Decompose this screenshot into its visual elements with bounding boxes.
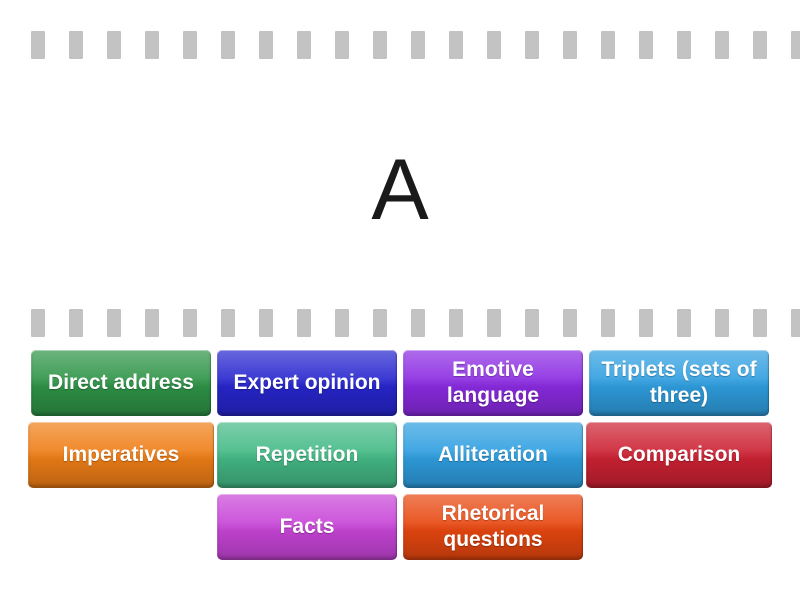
word-tile-label: Alliteration <box>438 442 548 466</box>
answer-slot-dash[interactable] <box>107 309 121 337</box>
answer-slot-dash[interactable] <box>677 31 691 59</box>
answer-letter: A <box>371 142 429 238</box>
word-tile[interactable]: Comparison <box>586 422 772 488</box>
answer-slot-dash[interactable] <box>639 31 653 59</box>
word-tile-label: Rhetorical questions <box>441 501 545 551</box>
word-tile-label: Repetition <box>255 442 359 466</box>
answer-slot-dash[interactable] <box>259 309 273 337</box>
answer-slot-dash[interactable] <box>221 31 235 59</box>
answer-slot-dash[interactable] <box>335 309 349 337</box>
answer-slot-dash[interactable] <box>145 31 159 59</box>
word-tile-label: Emotive language <box>446 357 540 407</box>
answer-slot-dash[interactable] <box>753 31 767 59</box>
answer-slot-dash[interactable] <box>449 309 463 337</box>
answer-slot-dash[interactable] <box>69 309 83 337</box>
tile-row: Facts Rhetorical questions <box>0 494 800 560</box>
answer-slot-dash[interactable] <box>601 309 615 337</box>
answer-slot-dash[interactable] <box>145 309 159 337</box>
tile-row: Direct address Expert opinion Emotive lang… <box>0 350 800 416</box>
word-tile[interactable]: Repetition <box>217 422 397 488</box>
answer-slot-dash[interactable] <box>563 31 577 59</box>
answer-slot-dash[interactable] <box>449 31 463 59</box>
word-tile[interactable]: Facts <box>217 494 397 560</box>
answer-slot-dash[interactable] <box>791 31 800 59</box>
word-tile-label: Facts <box>279 514 335 538</box>
word-tile[interactable]: Alliteration <box>403 422 583 488</box>
tile-row: Imperatives Repetition Alliteration Compari… <box>0 422 800 488</box>
answer-slot-dash[interactable] <box>31 309 45 337</box>
answer-slot-dash[interactable] <box>715 31 729 59</box>
answer-slot-dash[interactable] <box>487 309 501 337</box>
word-tile[interactable]: Imperatives <box>28 422 214 488</box>
tile-gap <box>0 383 31 384</box>
answer-slot-dash[interactable] <box>373 309 387 337</box>
answer-slot-dash[interactable] <box>525 31 539 59</box>
answer-slot-dash[interactable] <box>525 309 539 337</box>
answer-slot-dash[interactable] <box>373 31 387 59</box>
answer-slot-dash[interactable] <box>411 31 425 59</box>
answer-slot-dash[interactable] <box>639 309 653 337</box>
tile-gap <box>0 455 28 456</box>
answer-display-area: A <box>0 95 800 285</box>
answer-slot-dash[interactable] <box>259 31 273 59</box>
answer-slot-dash[interactable] <box>791 309 800 337</box>
word-tile-label: Imperatives <box>62 442 180 466</box>
word-tile-label: Triplets (sets of three) <box>601 357 757 407</box>
answer-slot-dash[interactable] <box>563 309 577 337</box>
answer-slot-dash[interactable] <box>297 309 311 337</box>
word-tile[interactable]: Expert opinion <box>217 350 397 416</box>
word-tile[interactable]: Direct address <box>31 350 211 416</box>
answer-slot-row-middle[interactable] <box>0 308 800 338</box>
answer-slot-dash[interactable] <box>487 31 501 59</box>
word-tile[interactable]: Rhetorical questions <box>403 494 583 560</box>
answer-slot-dash[interactable] <box>753 309 767 337</box>
answer-slot-dash[interactable] <box>335 31 349 59</box>
answer-slot-dash[interactable] <box>411 309 425 337</box>
answer-slot-dash[interactable] <box>183 31 197 59</box>
answer-slot-dash[interactable] <box>107 31 121 59</box>
answer-slot-dash[interactable] <box>715 309 729 337</box>
answer-slot-row-top[interactable] <box>0 30 800 60</box>
answer-slot-dash[interactable] <box>297 31 311 59</box>
word-tile[interactable]: Emotive language <box>403 350 583 416</box>
answer-slot-dash[interactable] <box>31 31 45 59</box>
word-tile-label: Expert opinion <box>233 370 381 394</box>
answer-slot-dash[interactable] <box>677 309 691 337</box>
word-tile[interactable]: Triplets (sets of three) <box>589 350 769 416</box>
answer-slot-dash[interactable] <box>601 31 615 59</box>
answer-slot-dash[interactable] <box>221 309 235 337</box>
tile-gap <box>0 527 217 528</box>
answer-slot-dash[interactable] <box>69 31 83 59</box>
word-tile-label: Direct address <box>48 370 194 394</box>
answer-slot-dash[interactable] <box>183 309 197 337</box>
word-tile-label: Comparison <box>617 442 741 466</box>
tile-board: Direct address Expert opinion Emotive lang… <box>0 350 800 575</box>
